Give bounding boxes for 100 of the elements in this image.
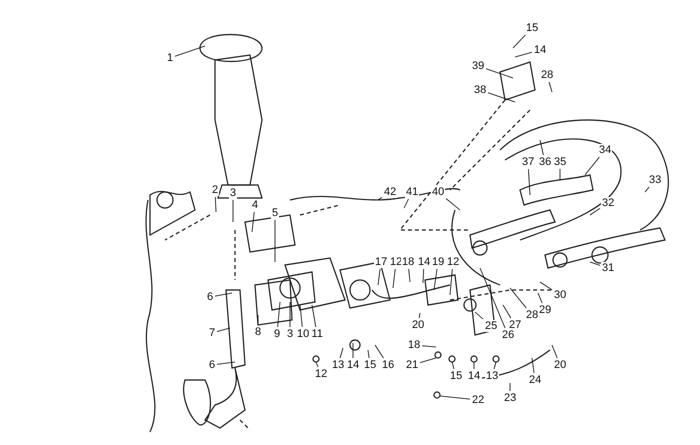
callout-number: 39 xyxy=(471,60,486,72)
leader-line xyxy=(590,262,600,266)
leader-line xyxy=(474,312,484,320)
leader-line xyxy=(502,304,512,318)
callout-number: 17 xyxy=(374,256,388,268)
callout-number: 30 xyxy=(553,289,568,301)
callout-number: 27 xyxy=(508,319,522,331)
leader-line xyxy=(590,208,600,216)
leader-line xyxy=(446,198,460,210)
leader-line xyxy=(452,362,454,370)
leader-line xyxy=(440,396,470,400)
callout-number: 3 xyxy=(286,328,294,340)
leader-line xyxy=(584,156,600,176)
leader-line xyxy=(378,268,380,286)
callout-number: 15 xyxy=(525,22,540,34)
leader-line xyxy=(514,52,532,58)
leader-line xyxy=(408,268,410,282)
leader-line xyxy=(252,212,255,232)
leader-line xyxy=(232,200,234,222)
callout-number: 9 xyxy=(273,328,282,340)
leader-line xyxy=(422,345,436,348)
leader-line xyxy=(300,304,303,328)
callout-number: 16 xyxy=(381,359,396,371)
callout-number: 18 xyxy=(407,339,422,351)
leader-line xyxy=(512,34,526,48)
callout-number: 37 xyxy=(521,156,536,168)
leader-line xyxy=(422,268,424,284)
callout-number: 31 xyxy=(601,262,616,274)
leader-line xyxy=(340,348,344,358)
callout-number: 28 xyxy=(525,309,540,321)
leader-line xyxy=(374,344,384,358)
leader-line xyxy=(480,268,506,328)
callout-number: 13 xyxy=(485,370,500,382)
leader-line xyxy=(528,168,530,196)
leader-line xyxy=(540,282,552,290)
callout-number: 7 xyxy=(208,327,216,339)
leader-line xyxy=(486,68,514,78)
leader-line xyxy=(420,358,436,364)
callout-number: 25 xyxy=(484,320,498,332)
callout-number: 41 xyxy=(405,186,420,198)
callout-number: 4 xyxy=(251,199,260,211)
callout-number: 14 xyxy=(467,370,482,382)
callout-number: 14 xyxy=(346,359,360,371)
leader-line xyxy=(274,220,276,262)
callout-number: 32 xyxy=(601,197,616,209)
callout-number: 1 xyxy=(166,52,174,64)
leader-line xyxy=(450,268,453,296)
callout-number: 12 xyxy=(446,256,460,268)
callout-number: 18 xyxy=(401,256,416,268)
callout-number: 10 xyxy=(296,328,310,340)
leader-line xyxy=(644,186,650,192)
callout-number: 15 xyxy=(449,370,464,382)
callout-number: 2 xyxy=(211,184,220,196)
leader-line xyxy=(418,312,420,318)
callout-number: 20 xyxy=(553,359,568,371)
leader-line xyxy=(214,196,216,212)
leader-line xyxy=(552,344,558,358)
callout-number: 12 xyxy=(314,368,328,380)
callout-number: 38 xyxy=(473,84,488,96)
callout-number: 8 xyxy=(254,326,262,338)
leader-line xyxy=(532,358,534,374)
leader-line xyxy=(510,288,527,308)
leader-line xyxy=(368,350,370,358)
leader-line xyxy=(404,198,409,208)
callout-number: 6 xyxy=(208,359,216,371)
leader-line xyxy=(434,268,438,290)
leader-line xyxy=(392,268,396,288)
callout-number: 15 xyxy=(363,359,378,371)
callout-number: 13 xyxy=(331,359,346,371)
callout-number: 3 xyxy=(229,187,238,199)
leader-line xyxy=(352,342,354,358)
callout-number: 22 xyxy=(471,394,486,406)
leader-line xyxy=(540,140,544,156)
callout-number: 40 xyxy=(431,186,446,198)
leader-line xyxy=(538,292,543,304)
callout-number: 19 xyxy=(431,256,446,268)
callout-number: 24 xyxy=(528,374,542,386)
leader-line xyxy=(174,46,206,57)
callout-number: 36 xyxy=(538,156,552,168)
callout-number: 5 xyxy=(271,207,280,219)
leader-line xyxy=(214,292,232,296)
leader-line xyxy=(216,362,236,365)
callout-number: 14 xyxy=(417,256,432,268)
callout-number: 6 xyxy=(206,291,214,303)
callout-number: 20 xyxy=(411,319,426,331)
leader-line xyxy=(488,92,516,102)
callout-number: 11 xyxy=(310,328,324,340)
callout-number: 34 xyxy=(598,144,612,156)
callout-number: 23 xyxy=(503,392,518,404)
callout-number: 29 xyxy=(538,304,552,316)
leader-line xyxy=(494,362,496,370)
callout-number: 42 xyxy=(383,186,398,198)
callout-number: 33 xyxy=(648,174,662,186)
leader-line xyxy=(277,302,280,328)
leader-line xyxy=(378,196,382,200)
callout-number: 26 xyxy=(501,329,516,341)
leader-line xyxy=(312,304,316,328)
callout-number: 28 xyxy=(540,69,554,81)
leader-line xyxy=(316,362,318,368)
callout-number: 14 xyxy=(533,44,548,56)
